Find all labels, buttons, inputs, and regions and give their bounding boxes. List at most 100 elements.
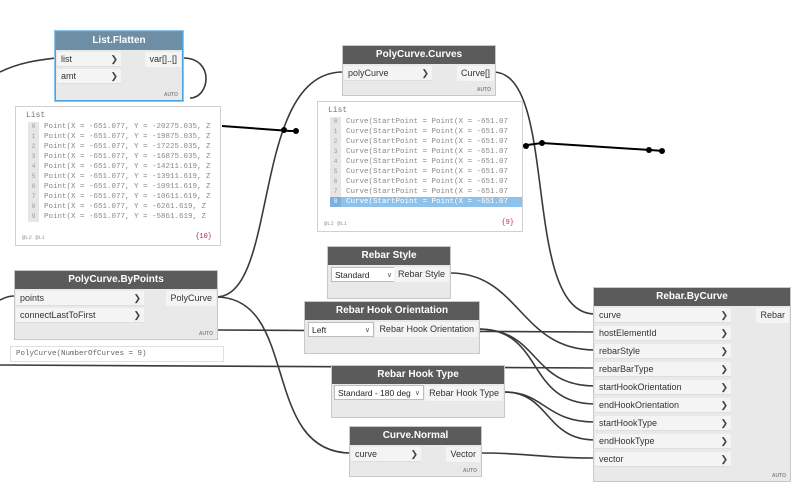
port-label: rebarStyle [599, 346, 641, 356]
output-port[interactable]: var[]..[] [145, 52, 181, 67]
output-port[interactable]: Rebar Hook Type [425, 386, 503, 401]
port-label: points [20, 293, 45, 303]
input-port-curve[interactable]: curve ❯ [595, 308, 731, 323]
chevron-right-icon: ❯ [720, 310, 728, 320]
wire-curves-to-rebar-curve [492, 71, 596, 315]
polycurve-preview[interactable]: PolyCurve(NumberOfCurves = 9) [10, 346, 224, 362]
chevron-right-icon: ❯ [410, 449, 418, 459]
hook-orientation-dropdown[interactable]: Left ∨ [308, 322, 374, 337]
wire-to-bypoints-points [0, 295, 16, 301]
chevron-right-icon: ❯ [421, 68, 429, 78]
node-title: Curve.Normal [350, 427, 481, 445]
input-port-amt[interactable]: amt ❯ [57, 69, 121, 84]
chevron-right-icon: ❯ [720, 364, 728, 374]
wire-handle [523, 143, 529, 149]
curve-normal-node[interactable]: Curve.Normal curve ❯ Vector AUTO [349, 426, 482, 477]
rebar-style-dropdown[interactable]: Standard ∨ [331, 267, 396, 282]
chevron-right-icon: ❯ [720, 382, 728, 392]
node-title: Rebar Hook Type [332, 366, 504, 384]
wire-bypoints-to-curves [215, 71, 344, 298]
rebar-hook-type-node[interactable]: Rebar Hook Type Standard - 180 deg ∨ Reb… [331, 365, 505, 418]
input-port-points[interactable]: points ❯ [16, 291, 144, 306]
port-label: hostElementId [599, 328, 657, 338]
output-port[interactable]: Rebar Hook Orientation [375, 322, 478, 337]
list-count: {9} [501, 219, 514, 227]
chevron-right-icon: ❯ [720, 400, 728, 410]
input-port-endhooktype[interactable]: endHookType ❯ [595, 434, 731, 449]
lacing-label: AUTO [198, 331, 213, 337]
node-title: Rebar Hook Orientation [305, 302, 479, 320]
wire-into-list-flatten [0, 57, 57, 73]
wire-handle [659, 148, 665, 154]
lacing-label: AUTO [163, 92, 178, 98]
port-label: rebarBarType [599, 364, 654, 374]
input-port-rebarbartype[interactable]: rebarBarType ❯ [595, 362, 731, 377]
hook-type-dropdown[interactable]: Standard - 180 deg ∨ [334, 385, 424, 400]
port-label: connectLastToFirst [20, 310, 96, 320]
rebar-hook-orientation-node[interactable]: Rebar Hook Orientation Left ∨ Rebar Hook… [304, 301, 480, 354]
wire-bartype-to-rebar [0, 364, 596, 369]
input-port-list[interactable]: list ❯ [57, 52, 121, 67]
output-port[interactable]: Rebar Style [393, 267, 449, 282]
input-port-rebarstyle[interactable]: rebarStyle ❯ [595, 344, 731, 359]
polycurve-bypoints-node[interactable]: PolyCurve.ByPoints points ❯ connectLastT… [14, 270, 218, 340]
rebar-style-node[interactable]: Rebar Style Standard ∨ Rebar Style [327, 246, 451, 299]
output-port[interactable]: PolyCurve [166, 291, 216, 306]
output-port[interactable]: Curve[] [456, 66, 494, 81]
input-port-curve[interactable]: curve ❯ [351, 447, 421, 462]
chevron-down-icon: ∨ [364, 327, 370, 334]
chevron-right-icon: ❯ [720, 346, 728, 356]
node-title: List.Flatten [56, 32, 182, 50]
output-port[interactable]: Rebar [756, 308, 789, 323]
input-port-connectlasttofirst[interactable]: connectLastToFirst ❯ [16, 308, 144, 323]
input-port-endhookorientation[interactable]: endHookOrientation ❯ [595, 398, 731, 413]
chevron-right-icon: ❯ [720, 418, 728, 428]
lacing-label: AUTO [476, 87, 491, 93]
node-title: PolyCurve.ByPoints [15, 271, 217, 289]
list-levels: @L2 @L1 [22, 234, 46, 241]
chevron-right-icon: ❯ [133, 310, 141, 320]
polycurve-curves-node[interactable]: PolyCurve.Curves polyCurve ❯ Curve[] AUT… [342, 45, 496, 96]
wire-handle [293, 128, 299, 134]
chevron-down-icon: ∨ [386, 272, 392, 279]
output-port[interactable]: Vector [446, 447, 480, 462]
list-flatten-node[interactable]: List.Flatten list ❯ amt ❯ var[]..[] AUTO [55, 31, 183, 101]
wire-handle [281, 127, 287, 133]
port-label: endHookOrientation [599, 400, 680, 410]
port-label: curve [599, 310, 622, 320]
wire-style-to-rebar [449, 272, 596, 351]
input-port-starthookorientation[interactable]: startHookOrientation ❯ [595, 380, 731, 395]
chevron-right-icon: ❯ [133, 293, 141, 303]
list-count: {10} [195, 233, 212, 241]
port-label: list [61, 54, 72, 64]
input-port-vector[interactable]: vector ❯ [595, 452, 731, 467]
list-header: List [26, 111, 46, 120]
port-label: amt [61, 71, 77, 81]
port-label: startHookType [599, 418, 658, 428]
input-port-hostelementid[interactable]: hostElementId ❯ [595, 326, 731, 341]
node-title: PolyCurve.Curves [343, 46, 495, 64]
lacing-label: AUTO [771, 473, 786, 479]
chevron-right-icon: ❯ [720, 328, 728, 338]
port-label: endHookType [599, 436, 655, 446]
input-port-polycurve[interactable]: polyCurve ❯ [344, 66, 432, 81]
list-header: List [328, 106, 348, 115]
chevron-right-icon: ❯ [110, 71, 118, 81]
input-port-starthooktype[interactable]: startHookType ❯ [595, 416, 731, 431]
rebar-bycurve-node[interactable]: Rebar.ByCurve curve ❯ hostElementId ❯ re… [593, 287, 791, 482]
selection-line-right [519, 141, 665, 152]
